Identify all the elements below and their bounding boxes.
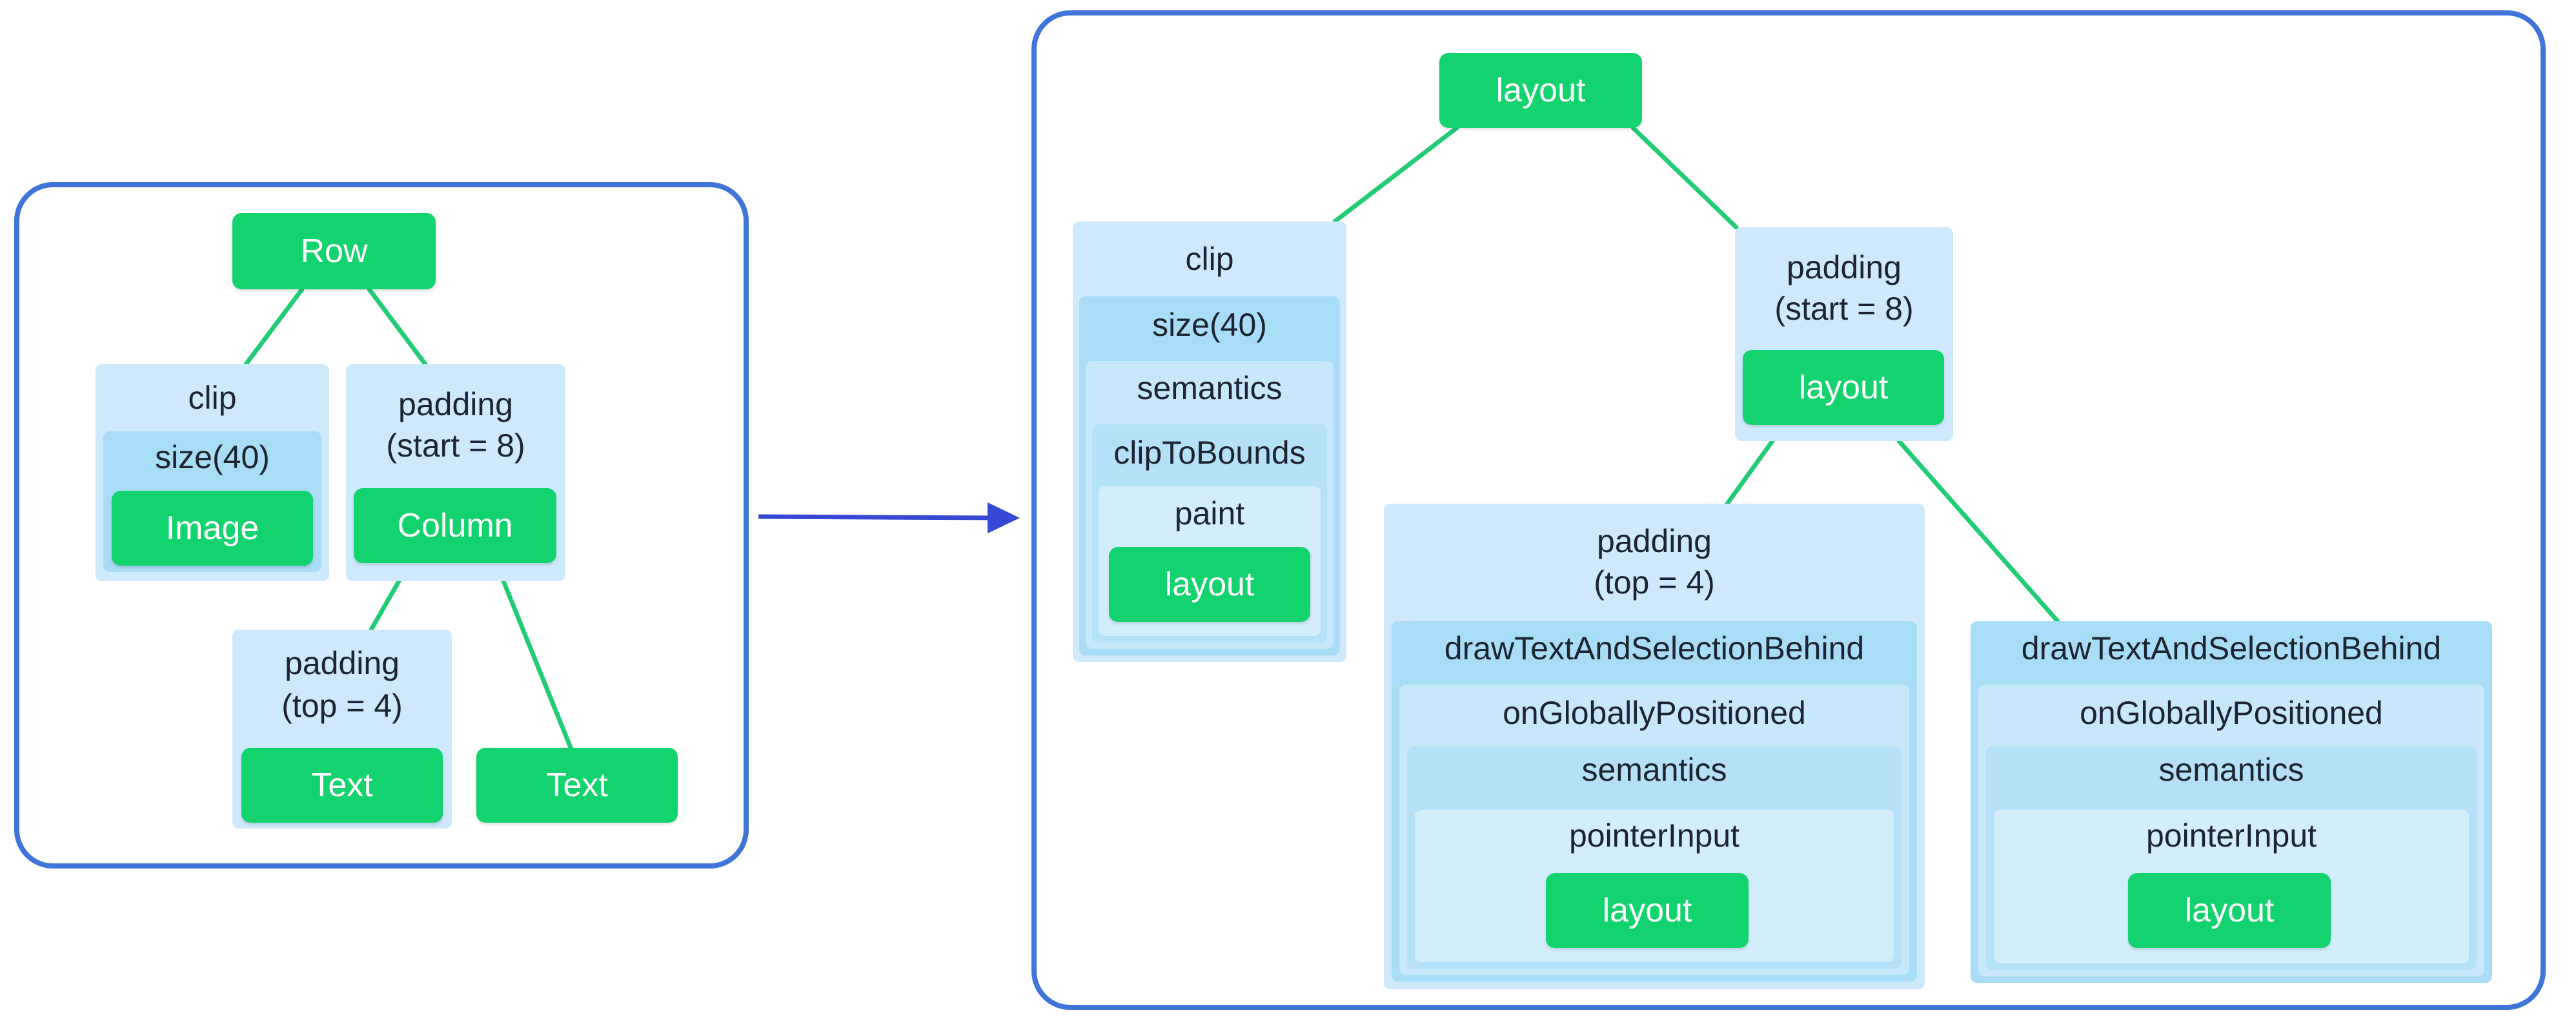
clip-to-bounds-label: clipToBounds [1113,435,1306,471]
modifier-node-tree-frame [1031,10,2546,1010]
draw-text-label: drawTextAndSelectionBehind [1444,630,1865,666]
padding-top-modifier: padding (top = 4) drawTextAndSelectionBe… [1384,504,1925,989]
padding-start-value: (start = 8) [386,427,525,464]
edge-column-padding-top [369,579,401,632]
composable-tree-frame [14,182,749,869]
pointer-input-label: pointerInput [1568,818,1740,854]
padding-top-value: (top = 4) [281,688,403,724]
size-label: size(40) [155,439,270,475]
draw-text-modifier: drawTextAndSelectionBehind onGloballyPos… [1971,621,2492,983]
text-node: Text [476,748,678,823]
draw-text-modifier: drawTextAndSelectionBehind onGloballyPos… [1392,621,1917,982]
clip-modifier: clip size(40) Image [96,364,329,581]
paint-modifier: paint layout [1099,486,1321,636]
layout-node: layout [1109,547,1310,622]
row-node: Row [232,213,436,289]
padding-top-modifier: padding (top = 4) Text [232,630,452,829]
semantics-modifier: semantics pointerInput layout [1986,746,2477,970]
edge-padding-start-stack-a [1725,438,1775,506]
padding-label: padding [398,386,513,422]
size-modifier: size(40) Image [103,431,321,572]
edge-layout-padding-start [1630,125,1739,230]
draw-text-label: drawTextAndSelectionBehind [2021,630,2442,666]
on-globally-positioned-modifier: onGloballyPositioned semantics pointerIn… [1978,684,2484,976]
size-modifier: size(40) semantics clipToBounds paint la… [1079,296,1340,655]
padding-top-value: (top = 4) [1594,564,1715,601]
padding-label: padding [1597,523,1712,559]
edge-row-padding [367,287,428,367]
on-globally-positioned-modifier: onGloballyPositioned semantics pointerIn… [1399,684,1909,975]
edge-layout-clip-stack [1332,125,1459,224]
semantics-label: semantics [1137,370,1283,406]
semantics-modifier: semantics pointerInput layout [1407,746,1902,969]
padding-label: padding [1787,249,1902,285]
column-node: Column [354,488,556,563]
clip-modifier: clip size(40) semantics clipToBounds pai… [1073,221,1346,662]
clip-label: clip [1185,241,1234,277]
root-layout-node: layout [1439,53,1642,128]
clip-to-bounds-modifier: clipToBounds paint layout [1092,424,1327,643]
text-node: Text [241,748,443,823]
padding-start-modifier: padding (start = 8) Column [346,364,565,581]
semantics-modifier: semantics clipToBounds paint layout [1086,361,1334,649]
size-label: size(40) [1152,307,1267,343]
edge-row-clip [243,287,305,367]
padding-start-modifier: padding (start = 8) layout [1735,227,1953,441]
layout-node: layout [2128,873,2331,948]
pointer-input-label: pointerInput [2145,818,2317,854]
image-node: Image [112,491,313,566]
layout-node: layout [1743,350,1944,425]
padding-label: padding [285,645,400,681]
layout-node: layout [1546,873,1749,948]
padding-start-value: (start = 8) [1774,291,1914,327]
edge-column-text [501,579,574,752]
pointer-input-modifier: pointerInput layout [1415,810,1894,962]
transform-arrow-shaft [758,514,998,520]
on-globally-positioned-label: onGloballyPositioned [2080,695,2383,731]
pointer-input-modifier: pointerInput layout [1994,810,2469,963]
semantics-label: semantics [2158,752,2304,788]
semantics-label: semantics [1581,752,1727,788]
edge-padding-start-stack-b [1896,438,2060,624]
transform-arrow-head [988,502,1020,533]
on-globally-positioned-label: onGloballyPositioned [1503,695,1806,731]
paint-label: paint [1174,495,1245,531]
clip-label: clip [188,380,237,416]
